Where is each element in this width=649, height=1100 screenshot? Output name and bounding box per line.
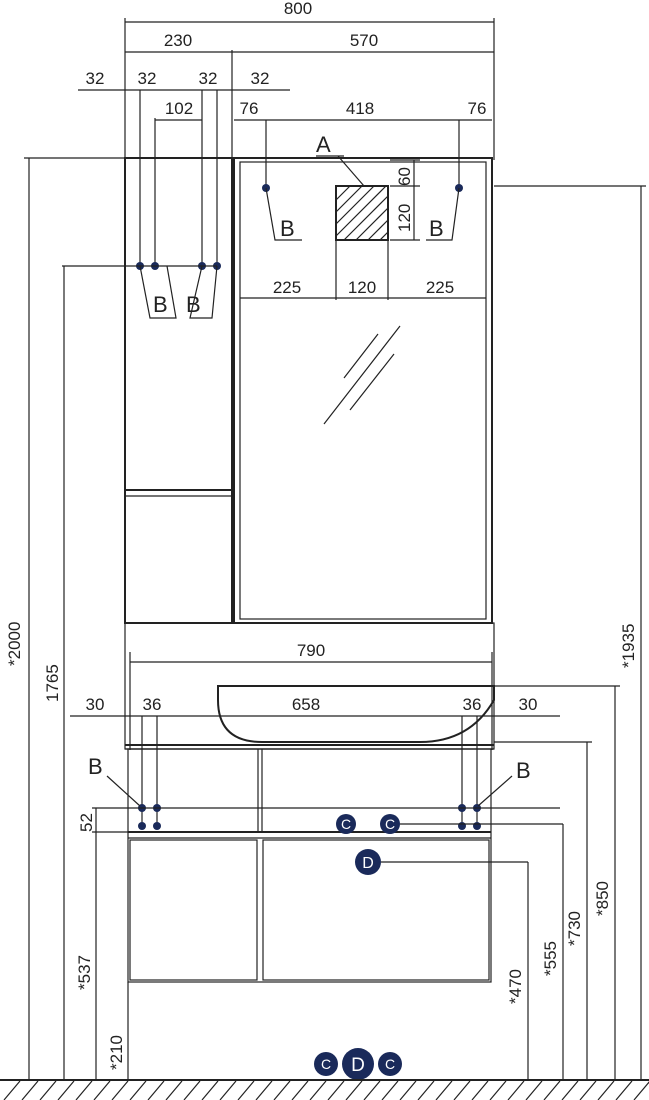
dim-32-c: 32 xyxy=(199,69,218,88)
floor-connectors: C D C xyxy=(314,1048,402,1080)
floor-hatch-line xyxy=(633,1081,649,1100)
connector-d1: D xyxy=(362,855,374,872)
floor-hatch-line xyxy=(615,1080,633,1100)
floor-hatch-line xyxy=(471,1080,489,1100)
dim-h555: *555 xyxy=(541,941,560,976)
floor xyxy=(0,1079,649,1100)
dim-h2000: *2000 xyxy=(5,622,24,666)
label-a: A xyxy=(316,132,331,157)
label-b-mirror-right: B xyxy=(429,216,444,241)
floor-hatch-line xyxy=(309,1080,327,1100)
floor-hatch-line xyxy=(111,1080,129,1100)
connector-c3: C xyxy=(321,1056,331,1072)
floor-hatch-line xyxy=(597,1080,615,1100)
connector-c1: C xyxy=(341,816,351,832)
floor-hatch-line xyxy=(435,1080,453,1100)
dim-76-left: 76 xyxy=(240,99,259,118)
dim-36-left: 36 xyxy=(143,695,162,714)
floor-hatch-line xyxy=(507,1080,525,1100)
connector-d2: D xyxy=(351,1055,365,1076)
floor-hatch-line xyxy=(201,1080,219,1100)
dim-230: 230 xyxy=(164,31,192,50)
dim-570: 570 xyxy=(350,31,378,50)
dim-120-mid: 120 xyxy=(348,278,376,297)
dim-60: 60 xyxy=(395,167,414,186)
dim-790: 790 xyxy=(297,641,325,660)
dim-h1765: 1765 xyxy=(43,664,62,702)
floor-hatch-line xyxy=(381,1080,399,1100)
label-b-cab-2: B xyxy=(186,292,201,317)
floor-hatch-line xyxy=(579,1080,597,1100)
dim-225-right: 225 xyxy=(426,278,454,297)
floor-hatch-line xyxy=(363,1080,381,1100)
dim-32-d: 32 xyxy=(251,69,270,88)
label-b-vanity-left: B xyxy=(88,754,103,779)
left-height-dims: *2000 1765 *537 *210 xyxy=(5,157,129,1080)
dim-h850: *850 xyxy=(593,881,612,916)
dim-32-a: 32 xyxy=(86,69,105,88)
dim-102: 102 xyxy=(165,99,193,118)
floor-hatch-line xyxy=(525,1080,543,1100)
dim-120-vert: 120 xyxy=(395,204,414,232)
connector-c4: C xyxy=(385,1056,395,1072)
floor-hatch-line xyxy=(291,1080,309,1100)
lamp-a xyxy=(335,185,389,241)
floor-hatch-line xyxy=(345,1080,363,1100)
floor-hatch-line xyxy=(237,1080,255,1100)
dim-h210: *210 xyxy=(107,1035,126,1070)
floor-hatch-line xyxy=(453,1080,471,1100)
dim-76-right: 76 xyxy=(468,99,487,118)
floor-hatch-line xyxy=(327,1080,345,1100)
floor-hatch-line xyxy=(165,1080,183,1100)
dim-418: 418 xyxy=(346,99,374,118)
floor-hatch-line xyxy=(255,1080,273,1100)
dim-h470: *470 xyxy=(506,969,525,1004)
tall-cabinet: B B xyxy=(62,157,233,624)
floor-hatch-line xyxy=(75,1080,93,1100)
mirror-cabinet: A 60 120 225 120 225 B B xyxy=(233,132,493,624)
connector-c2: C xyxy=(385,816,395,832)
label-b-cab-1: B xyxy=(153,292,168,317)
floor-hatch-line xyxy=(219,1080,237,1100)
dim-52: 52 xyxy=(77,813,96,832)
floor-hatch-line xyxy=(417,1080,435,1100)
floor-hatch-line xyxy=(147,1080,165,1100)
floor-hatch-line xyxy=(543,1080,561,1100)
floor-hatch-line xyxy=(3,1080,21,1100)
floor-hatch-line xyxy=(21,1080,39,1100)
floor-hatch-line xyxy=(93,1080,111,1100)
basin xyxy=(217,685,495,743)
floor-hatch-line xyxy=(561,1080,579,1100)
dim-30-left: 30 xyxy=(86,695,105,714)
dim-800: 800 xyxy=(284,0,312,18)
floor-hatch-line xyxy=(489,1080,507,1100)
dim-32-b: 32 xyxy=(138,69,157,88)
dim-225-left: 225 xyxy=(273,278,301,297)
floor-hatch-line xyxy=(39,1080,57,1100)
floor-hatch-line xyxy=(57,1080,75,1100)
dim-h537: *537 xyxy=(75,955,94,990)
dim-658: 658 xyxy=(292,695,320,714)
floor-hatch-line xyxy=(273,1080,291,1100)
floor-hatch-line xyxy=(399,1080,417,1100)
label-b-mirror-left: B xyxy=(280,216,295,241)
floor-hatch-line xyxy=(129,1080,147,1100)
vanity-unit: 790 30 36 658 36 30 xyxy=(70,622,563,983)
right-height-dims: *1935 *850 *730 *555 *470 xyxy=(494,185,646,1080)
dim-36-right: 36 xyxy=(463,695,482,714)
top-dimension-group: 800 230 570 32 32 32 32 102 76 418 76 xyxy=(78,0,495,266)
dim-30-right: 30 xyxy=(519,695,538,714)
floor-hatch-line xyxy=(183,1080,201,1100)
dim-h730: *730 xyxy=(565,911,584,946)
dim-h1935: *1935 xyxy=(619,624,638,668)
label-b-vanity-right: B xyxy=(516,758,531,783)
